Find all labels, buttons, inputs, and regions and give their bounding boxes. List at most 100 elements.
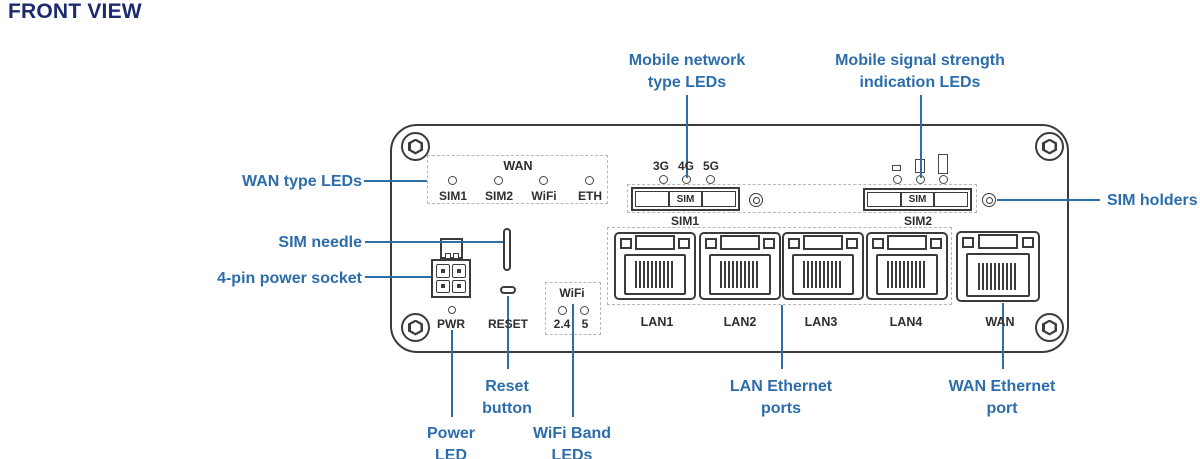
socket-pin-4 [452, 279, 466, 293]
rj45-ear-icon [846, 238, 858, 249]
power-led [448, 306, 456, 314]
wan-sim2-led [494, 176, 503, 185]
callout-wifi-band-leds: WiFi Band LEDs [532, 425, 612, 459]
power-led-label: PWR [437, 317, 465, 331]
3g-led-label: 3G [652, 159, 670, 173]
wifi-24-led [558, 306, 567, 315]
rj45-ear-icon [705, 238, 717, 249]
lan2-port-label: LAN2 [723, 315, 757, 329]
sim1-label: SIM1 [670, 214, 700, 228]
lan2-port [699, 232, 781, 300]
leader-wan-port [1002, 303, 1004, 369]
callout-mobile-network-type: Mobile network type LEDs [628, 52, 746, 92]
power-socket-bump-icon [445, 253, 451, 259]
lan-ports-group-box [607, 227, 952, 305]
socket-pin-3 [436, 279, 450, 293]
wifi-5-led-label: 5 [581, 317, 589, 331]
wan-wifi-led [539, 176, 548, 185]
sim2-slot-cell-mid: SIM [900, 192, 935, 207]
leader-reset-button [507, 296, 509, 369]
sim1-slot-cell-right [701, 191, 737, 207]
5g-led [706, 175, 715, 184]
wan-sim1-led-label: SIM1 [438, 189, 468, 203]
sim2-label: SIM2 [903, 214, 933, 228]
wan-port-label: WAN [985, 315, 1015, 329]
callout-sim-holders: SIM holders [1107, 192, 1198, 209]
rj45-ear-icon [872, 238, 884, 249]
leader-sim-needle [365, 241, 503, 243]
wan-eth-led-label: ETH [578, 189, 602, 203]
leader-sim-holders [997, 199, 1100, 201]
signal-led-1 [893, 175, 902, 184]
sim-holder-area-box [627, 184, 977, 213]
lan4-port [866, 232, 948, 300]
rj45-ear-icon [962, 237, 974, 248]
signal-bar-low-icon [892, 165, 901, 171]
lan1-port [614, 232, 696, 300]
rj45-inner [966, 253, 1030, 297]
signal-led-3 [939, 175, 948, 184]
leader-mobile-signal [920, 95, 922, 178]
sim2-slot-cell-left [867, 192, 902, 207]
leader-power-led [451, 330, 453, 417]
lan1-port-label: LAN1 [640, 315, 674, 329]
leader-power-socket [365, 276, 451, 278]
rj45-ear-icon [763, 238, 775, 249]
wan-eth-led [585, 176, 594, 185]
wifi-5-led [580, 306, 589, 315]
callout-wan-ethernet-port: WAN Ethernet port [948, 378, 1056, 418]
wan-led-group-box [427, 155, 608, 204]
rj45-pins-icon [720, 261, 760, 288]
wifi-24-led-label: 2.4 [553, 317, 571, 331]
rj45-pins-icon [635, 261, 675, 288]
callout-wan-type-leds: WAN type LEDs [241, 173, 362, 190]
reset-button [500, 286, 516, 294]
rj45-inner [624, 254, 686, 295]
leader-wifi-band-leds [572, 304, 574, 417]
hex-nut-icon [408, 319, 423, 336]
rj45-inner [792, 254, 854, 295]
rj45-ear-icon [620, 238, 632, 249]
sim2-slot-text: SIM [908, 194, 927, 205]
sim2-slot: SIM [863, 188, 972, 211]
sim-needle-icon [503, 228, 511, 271]
wifi-group-title: WiFi [559, 286, 585, 300]
leader-mobile-network-type [686, 95, 688, 178]
lan4-port-label: LAN4 [889, 315, 923, 329]
power-socket-bump-icon [453, 253, 459, 259]
callout-sim-needle: SIM needle [278, 234, 362, 251]
callout-mobile-signal-strength: Mobile signal strength indication LEDs [835, 52, 1005, 92]
rj45-ear-icon [788, 238, 800, 249]
5g-led-label: 5G [702, 159, 720, 173]
rj45-pins-icon [978, 263, 1018, 290]
rj45-latch-icon [887, 235, 927, 250]
reset-label: RESET [487, 317, 529, 331]
sim1-slot-cell-left [635, 191, 670, 207]
signal-bar-high-icon [938, 154, 948, 174]
leader-wan-type-leds [364, 180, 427, 182]
mounting-screw-bottom-left-icon [401, 313, 430, 342]
rj45-ear-icon [930, 238, 942, 249]
rj45-pins-icon [803, 261, 843, 288]
hex-nut-icon [1042, 138, 1057, 155]
rj45-pins-icon [887, 261, 927, 288]
rj45-latch-icon [720, 235, 760, 250]
sim2-screw-icon [982, 193, 996, 207]
callout-reset-button: Reset button [482, 378, 532, 418]
mounting-screw-bottom-right-icon [1035, 313, 1064, 342]
hex-nut-icon [408, 138, 423, 155]
hex-nut-icon [1042, 319, 1057, 336]
3g-led [659, 175, 668, 184]
rj45-latch-icon [635, 235, 675, 250]
wan-sim1-led [448, 176, 457, 185]
rj45-latch-icon [803, 235, 843, 250]
4g-led-label: 4G [677, 159, 695, 173]
power-socket [431, 259, 471, 298]
sim1-slot-text: SIM [676, 193, 695, 205]
sim2-slot-cell-right [933, 192, 969, 207]
sim1-slot-cell-mid: SIM [668, 191, 703, 207]
wan-sim2-led-label: SIM2 [484, 189, 514, 203]
callout-power-led: Power LED [426, 425, 476, 459]
sim1-slot: SIM [631, 187, 740, 211]
